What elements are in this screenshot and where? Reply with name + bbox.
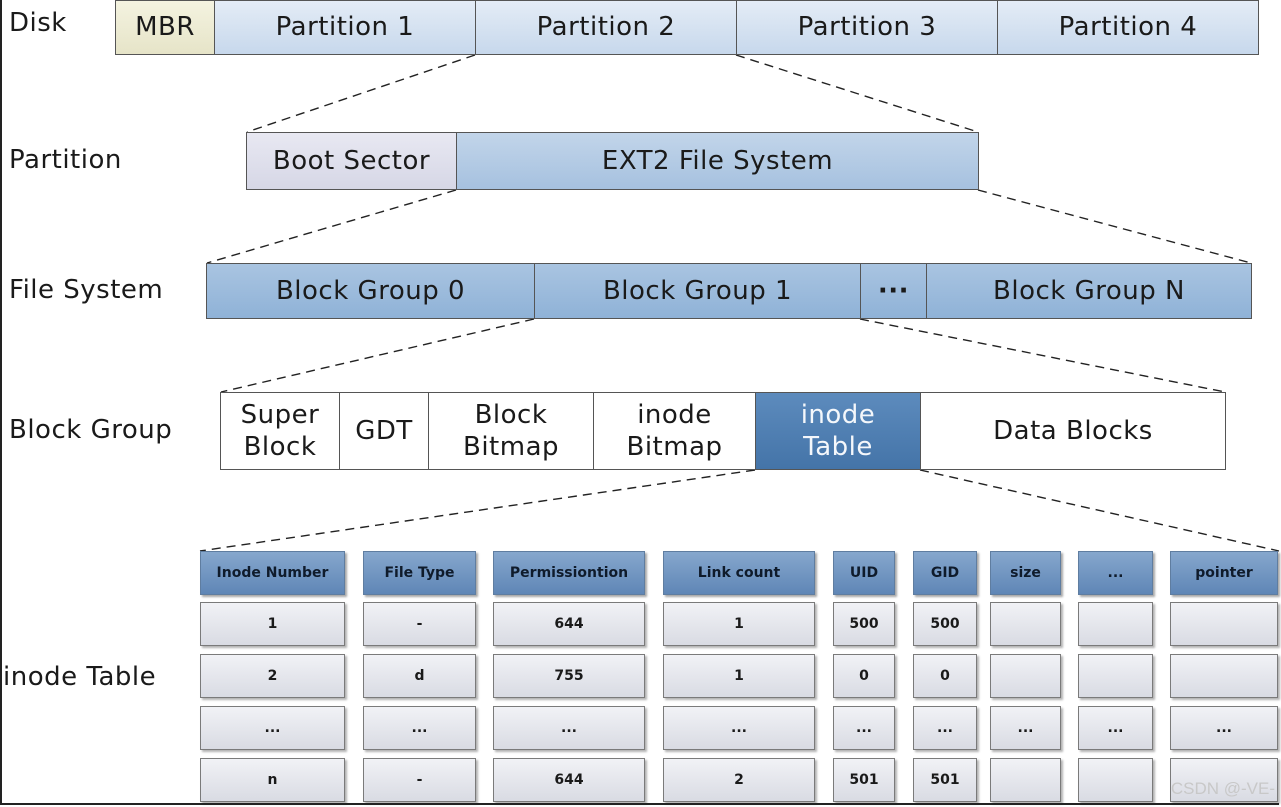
table-cell-size <box>990 758 1061 802</box>
disk-partition-2: Partition 2 <box>475 0 737 55</box>
bg-inode-bitmap: inode Bitmap <box>593 392 756 470</box>
bg-inode-table-line2: Table <box>803 432 873 462</box>
connector-table-left <box>199 469 756 552</box>
bg-inode-bitmap-line1: inode <box>637 399 712 430</box>
table-cell-more <box>1078 654 1153 698</box>
table-header-uid: UID <box>833 551 895 595</box>
disk-partition-4: Partition 4 <box>997 0 1259 55</box>
table-cell-pointer <box>1170 654 1278 698</box>
table-cell-link-count: ... <box>663 706 815 750</box>
bg-gdt: GDT <box>339 392 429 470</box>
bg-inode-bitmap-line2: Bitmap <box>626 432 723 462</box>
table-cell-pointer: ... <box>1170 706 1278 750</box>
bg-super-block-line1: Super <box>240 399 320 430</box>
table-header-inode-number: Inode Number <box>200 551 345 595</box>
fs-ellipsis: ··· <box>860 263 927 319</box>
table-header-gid: GID <box>913 551 977 595</box>
table-cell-file-type: - <box>363 602 476 646</box>
connector-bg-right <box>859 318 1226 393</box>
label-inode-table: inode Table <box>3 662 157 692</box>
table-cell-more: ... <box>1078 706 1153 750</box>
table-cell-inode-number: 2 <box>200 654 345 698</box>
table-cell-size: ... <box>990 706 1061 750</box>
table-header-pointer: pointer <box>1170 551 1278 595</box>
bg-super-block: Super Block <box>220 392 340 470</box>
label-block-group: Block Group <box>9 415 173 445</box>
connector-partition-right <box>735 54 979 133</box>
table-header-size: size <box>990 551 1061 595</box>
table-cell-inode-number: ... <box>200 706 345 750</box>
fs-block-group-0: Block Group 0 <box>206 263 535 319</box>
table-cell-uid: 0 <box>833 654 895 698</box>
table-cell-link-count: 1 <box>663 602 815 646</box>
table-header-permission: Permissiontion <box>493 551 645 595</box>
table-header-link-count: Link count <box>663 551 815 595</box>
table-cell-permission: 755 <box>493 654 645 698</box>
table-cell-link-count: 1 <box>663 654 815 698</box>
bg-block-bitmap: Block Bitmap <box>428 392 594 470</box>
table-cell-file-type: ... <box>363 706 476 750</box>
partition-ext2: EXT2 File System <box>456 132 979 190</box>
connector-fs-right <box>977 189 1252 264</box>
bg-inode-table: inode Table <box>755 392 921 470</box>
connector-bg-left <box>220 318 535 393</box>
label-partition: Partition <box>9 145 122 175</box>
table-cell-gid: ... <box>913 706 977 750</box>
connector-partition-left <box>246 54 476 133</box>
table-cell-file-type: d <box>363 654 476 698</box>
table-header-more: ... <box>1078 551 1153 595</box>
table-cell-permission: 644 <box>493 758 645 802</box>
table-cell-file-type: - <box>363 758 476 802</box>
partition-boot-sector: Boot Sector <box>246 132 457 190</box>
table-cell-inode-number: 1 <box>200 602 345 646</box>
table-cell-uid: 500 <box>833 602 895 646</box>
table-cell-uid: ... <box>833 706 895 750</box>
table-cell-inode-number: n <box>200 758 345 802</box>
bg-inode-table-line1: inode <box>800 399 876 430</box>
bg-block-bitmap-line2: Bitmap <box>462 432 560 462</box>
table-cell-permission: 644 <box>493 602 645 646</box>
table-cell-gid: 500 <box>913 602 977 646</box>
table-cell-more <box>1078 758 1153 802</box>
table-cell-pointer <box>1170 758 1278 802</box>
table-cell-gid: 0 <box>913 654 977 698</box>
fs-block-group-1: Block Group 1 <box>534 263 861 319</box>
disk-partition-1: Partition 1 <box>214 0 476 55</box>
table-cell-uid: 501 <box>833 758 895 802</box>
label-disk: Disk <box>9 8 67 38</box>
disk-partition-3: Partition 3 <box>736 0 998 55</box>
watermark: CSDN @-VE- <box>1170 779 1275 798</box>
table-header-file-type: File Type <box>363 551 476 595</box>
disk-mbr: MBR <box>115 0 215 55</box>
connector-fs-left <box>206 189 457 264</box>
bg-block-bitmap-line1: Block <box>474 399 548 430</box>
connector-table-right <box>919 469 1280 552</box>
bg-super-block-line2: Block <box>243 432 317 462</box>
table-cell-pointer <box>1170 602 1278 646</box>
table-cell-link-count: 2 <box>663 758 815 802</box>
bg-data-blocks: Data Blocks <box>920 392 1226 470</box>
label-file-system: File System <box>9 275 164 305</box>
table-cell-gid: 501 <box>913 758 977 802</box>
table-cell-size <box>990 602 1061 646</box>
table-cell-size <box>990 654 1061 698</box>
table-cell-permission: ... <box>493 706 645 750</box>
fs-block-group-n: Block Group N <box>926 263 1252 319</box>
table-cell-more <box>1078 602 1153 646</box>
